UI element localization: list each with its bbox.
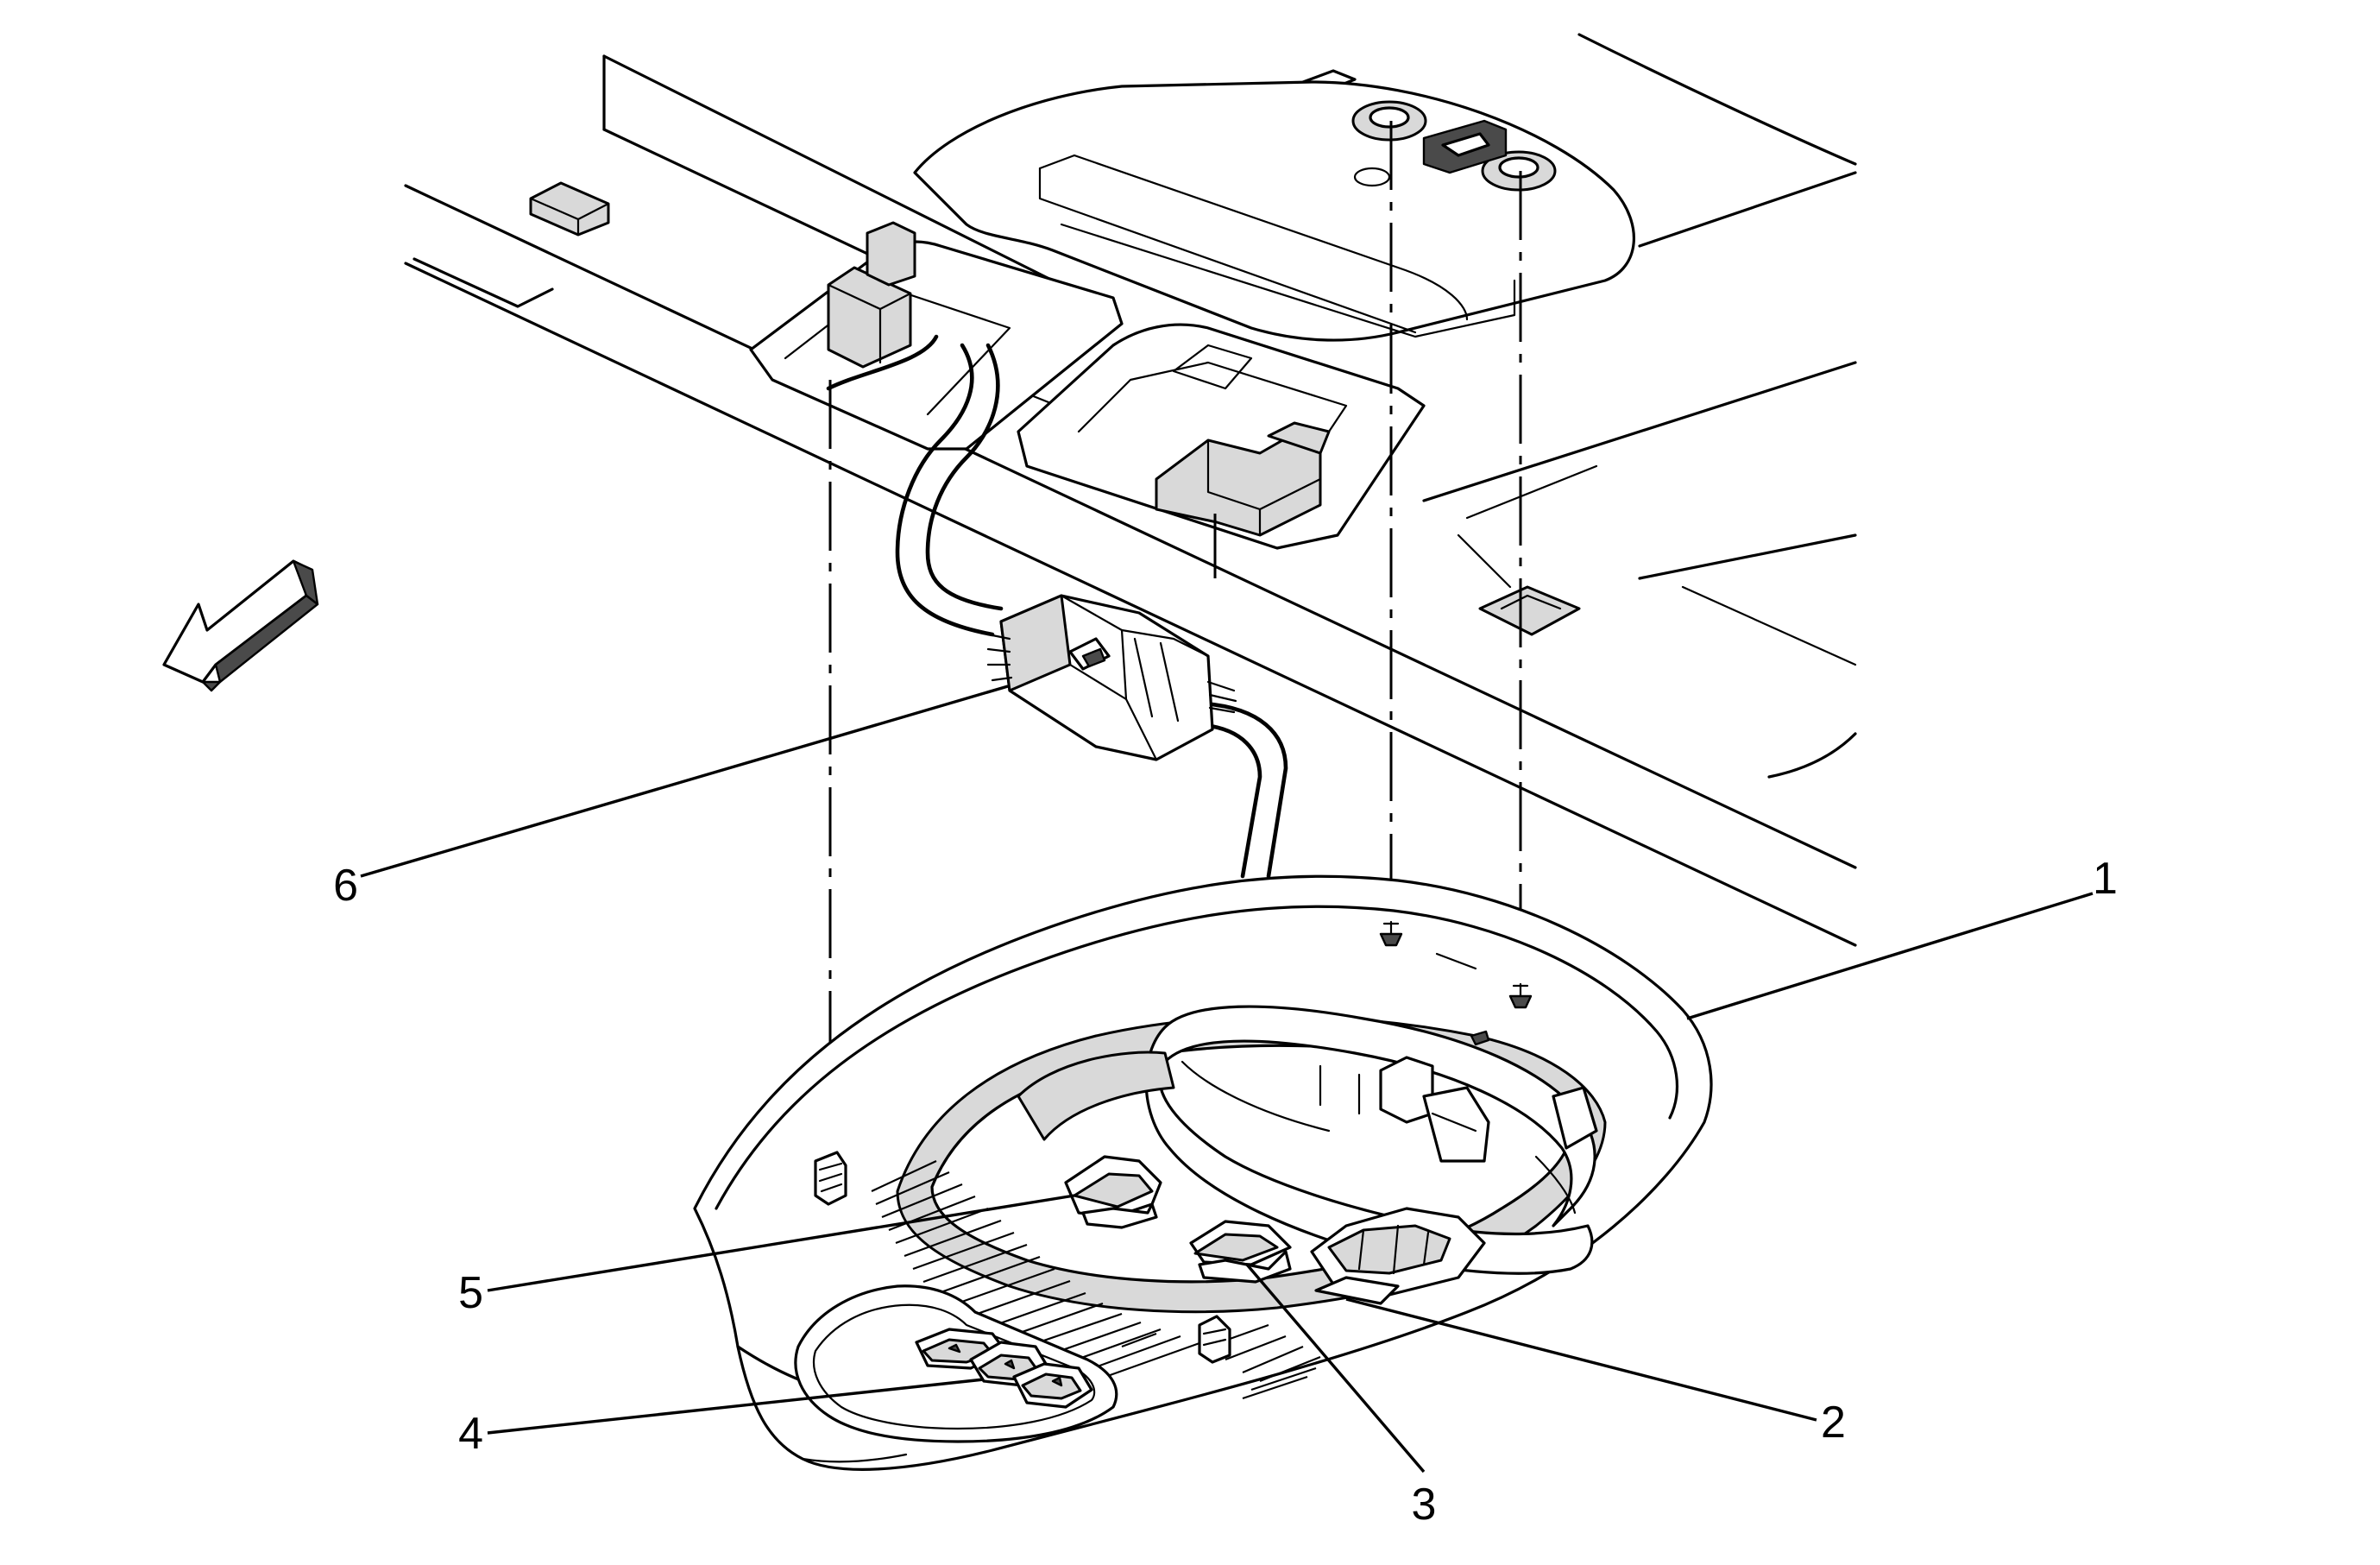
callout-3: 3: [1412, 1480, 1437, 1530]
harness-connector: [986, 594, 1237, 761]
leader-4: [487, 1378, 985, 1435]
leader-6: [360, 685, 1009, 878]
retaining-clip-bottom: [1198, 1315, 1231, 1364]
callout-2: 2: [1821, 1398, 1846, 1448]
leader-lines: [360, 685, 2094, 1473]
switch-cluster-2: [1310, 1207, 1486, 1305]
callout-labels: 1 2 3 4 5 6: [333, 854, 2118, 1530]
front-direction-arrow-icon: [162, 559, 319, 692]
leader-5: [487, 1194, 1075, 1292]
mounting-screw-1: [1379, 920, 1403, 947]
callout-6: 6: [333, 861, 358, 911]
roof-mounting-bracket: [749, 80, 1635, 550]
switch-3: [1189, 1220, 1292, 1284]
callout-1: 1: [2093, 854, 2118, 904]
retaining-clip-left: [814, 1151, 847, 1206]
callout-4: 4: [458, 1409, 483, 1459]
wire-harness: [826, 334, 1288, 879]
mounting-screw-2: [1508, 982, 1533, 1009]
callout-5: 5: [458, 1268, 483, 1318]
switch-cluster-4: [915, 1328, 1093, 1409]
leader-3: [1245, 1263, 1426, 1473]
leader-2: [1345, 1297, 1817, 1422]
overhead-console-housing: [693, 874, 1713, 1471]
switch-5: [1064, 1155, 1162, 1229]
alignment-lines: [828, 121, 1522, 1157]
leader-1: [1686, 892, 2094, 1020]
